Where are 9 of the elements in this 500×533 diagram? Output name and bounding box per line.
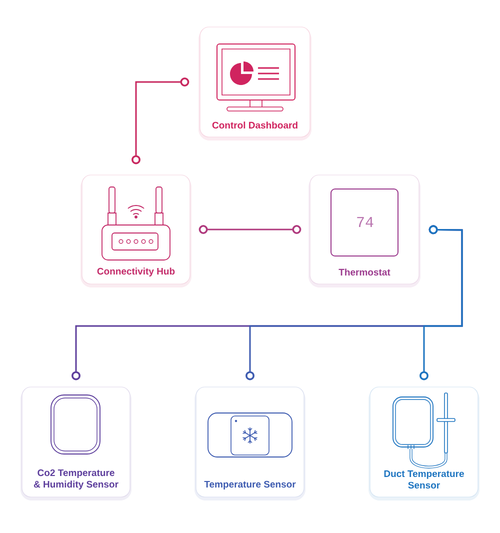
connector-line — [420, 225, 463, 380]
device-card: Connectivity Hub — [80, 174, 192, 288]
display-reading: 74 — [357, 217, 374, 227]
device-card: Co2 Temperature & Humidity Sensor — [20, 386, 132, 500]
connector-line — [132, 78, 190, 164]
device-card: Duct Temperature Sensor — [368, 386, 480, 500]
device-card: Control Dashboard — [198, 26, 312, 140]
device-card: Temperature Sensor — [194, 386, 306, 500]
connector-line — [198, 225, 302, 234]
